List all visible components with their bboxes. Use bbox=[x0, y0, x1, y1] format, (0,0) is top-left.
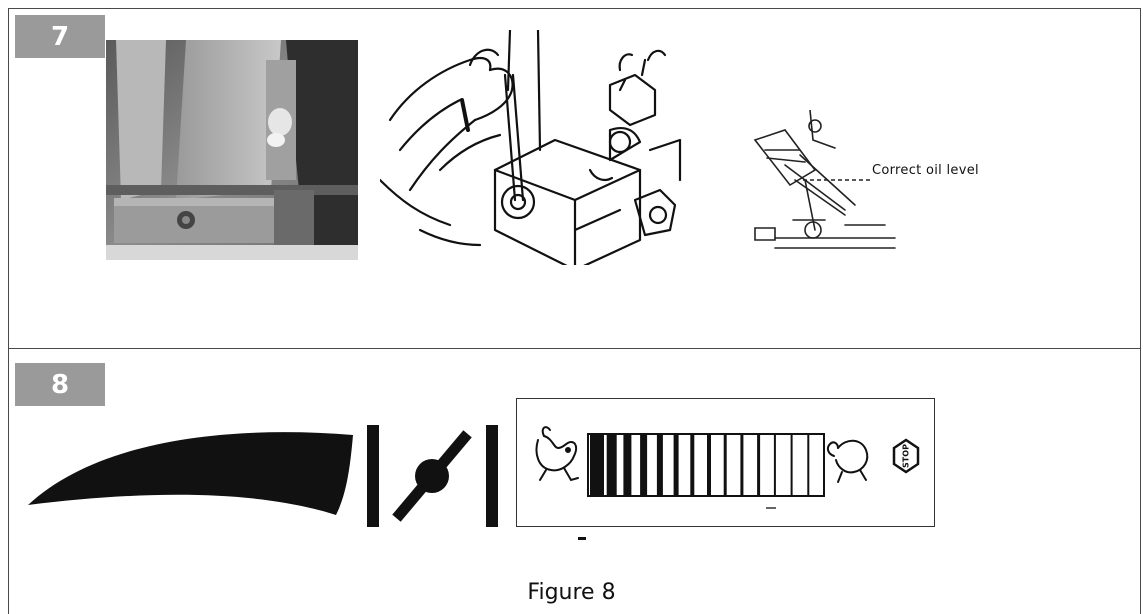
speed-tick bbox=[740, 435, 744, 495]
speed-tick bbox=[707, 435, 711, 495]
speed-tick bbox=[623, 435, 632, 495]
correct-oil-level-label: Correct oil level bbox=[872, 163, 979, 178]
speed-tick bbox=[690, 435, 695, 495]
curved-wedge-shape bbox=[28, 432, 353, 515]
speed-tick bbox=[673, 435, 679, 495]
stop-sign-icon: STOP bbox=[892, 438, 920, 474]
speed-tick bbox=[790, 435, 793, 495]
step-8-badge: 8 bbox=[15, 363, 105, 406]
speed-tick bbox=[656, 435, 663, 495]
rabbit-fast-icon bbox=[535, 426, 579, 482]
speed-tick bbox=[757, 435, 761, 495]
speed-tick-bars bbox=[590, 435, 810, 495]
speed-tick bbox=[606, 435, 617, 495]
step-7-badge: 7 bbox=[15, 15, 105, 58]
dipstick-removal-illustration bbox=[380, 30, 682, 265]
stop-sign-text: STOP bbox=[902, 444, 911, 468]
speed-tick bbox=[723, 435, 727, 495]
left-vertical-bar bbox=[367, 425, 379, 527]
throttle-valve-icon bbox=[392, 430, 472, 522]
figure-caption: Figure 8 bbox=[527, 580, 616, 605]
speed-tick bbox=[590, 435, 604, 495]
speed-tick bbox=[773, 435, 776, 495]
oil-level-diagram bbox=[753, 110, 896, 249]
turtle-slow-icon bbox=[826, 439, 869, 483]
speed-tick bbox=[807, 435, 810, 495]
right-vertical-bar bbox=[486, 425, 498, 527]
speed-tick bbox=[640, 435, 648, 495]
throttle-speed-gauge: STOP bbox=[516, 398, 935, 540]
engine-oil-photo bbox=[106, 40, 358, 260]
